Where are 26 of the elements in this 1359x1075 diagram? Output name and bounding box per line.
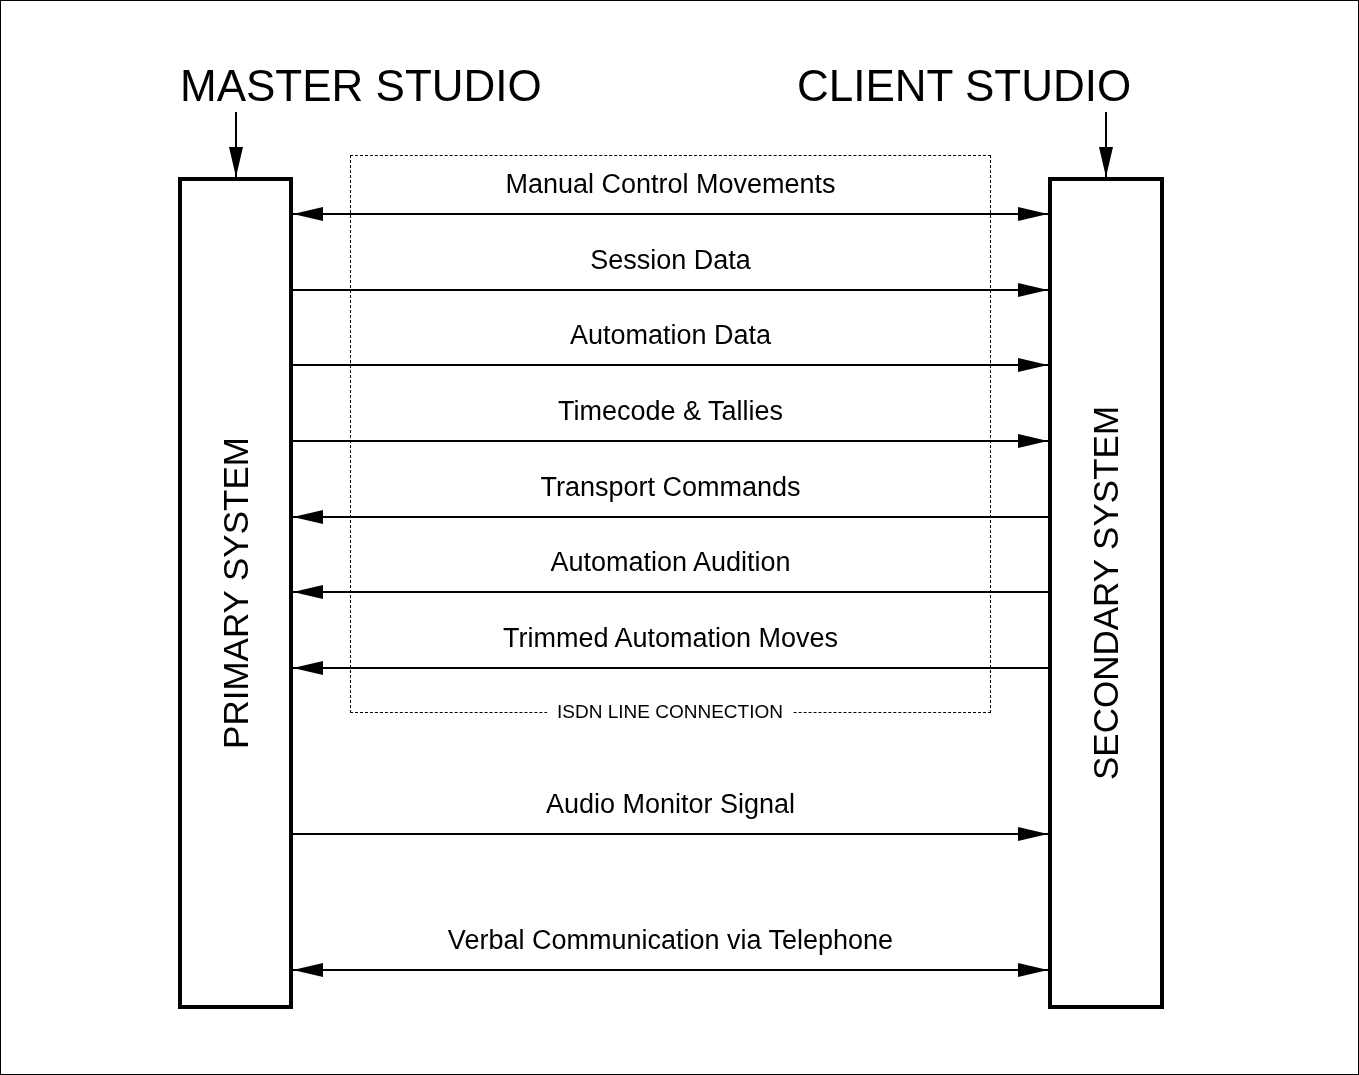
system-label: PRIMARY SYSTEM bbox=[215, 437, 256, 749]
arrow bbox=[292, 963, 1049, 977]
edge-label: Trimmed Automation Moves bbox=[502, 623, 839, 653]
arrow bbox=[292, 827, 1049, 841]
system-box bbox=[178, 177, 293, 1009]
arrow bbox=[292, 358, 1049, 372]
system-box bbox=[1048, 177, 1164, 1009]
arrow bbox=[292, 434, 1049, 448]
arrow bbox=[292, 510, 1049, 524]
arrow bbox=[292, 585, 1049, 599]
arrow bbox=[292, 207, 1049, 221]
edge-label: Verbal Communication via Telephone bbox=[447, 925, 894, 955]
arrow bbox=[229, 111, 243, 178]
arrow bbox=[292, 661, 1049, 675]
edge-label: Manual Control Movements bbox=[505, 169, 836, 199]
edge-label: Automation Data bbox=[569, 320, 772, 350]
edge-label: Session Data bbox=[590, 245, 751, 275]
arrow bbox=[292, 283, 1049, 297]
edge-label: Automation Audition bbox=[550, 547, 791, 577]
edge-label: Timecode & Tallies bbox=[557, 396, 784, 426]
studio-heading: CLIENT STUDIO bbox=[797, 60, 1167, 112]
system-label: SECONDARY SYSTEM bbox=[1086, 405, 1126, 781]
studio-heading: MASTER STUDIO bbox=[180, 60, 580, 112]
edge-label: Transport Commands bbox=[540, 472, 801, 502]
arrow bbox=[1099, 111, 1113, 178]
edge-label: Audio Monitor Signal bbox=[545, 789, 796, 819]
